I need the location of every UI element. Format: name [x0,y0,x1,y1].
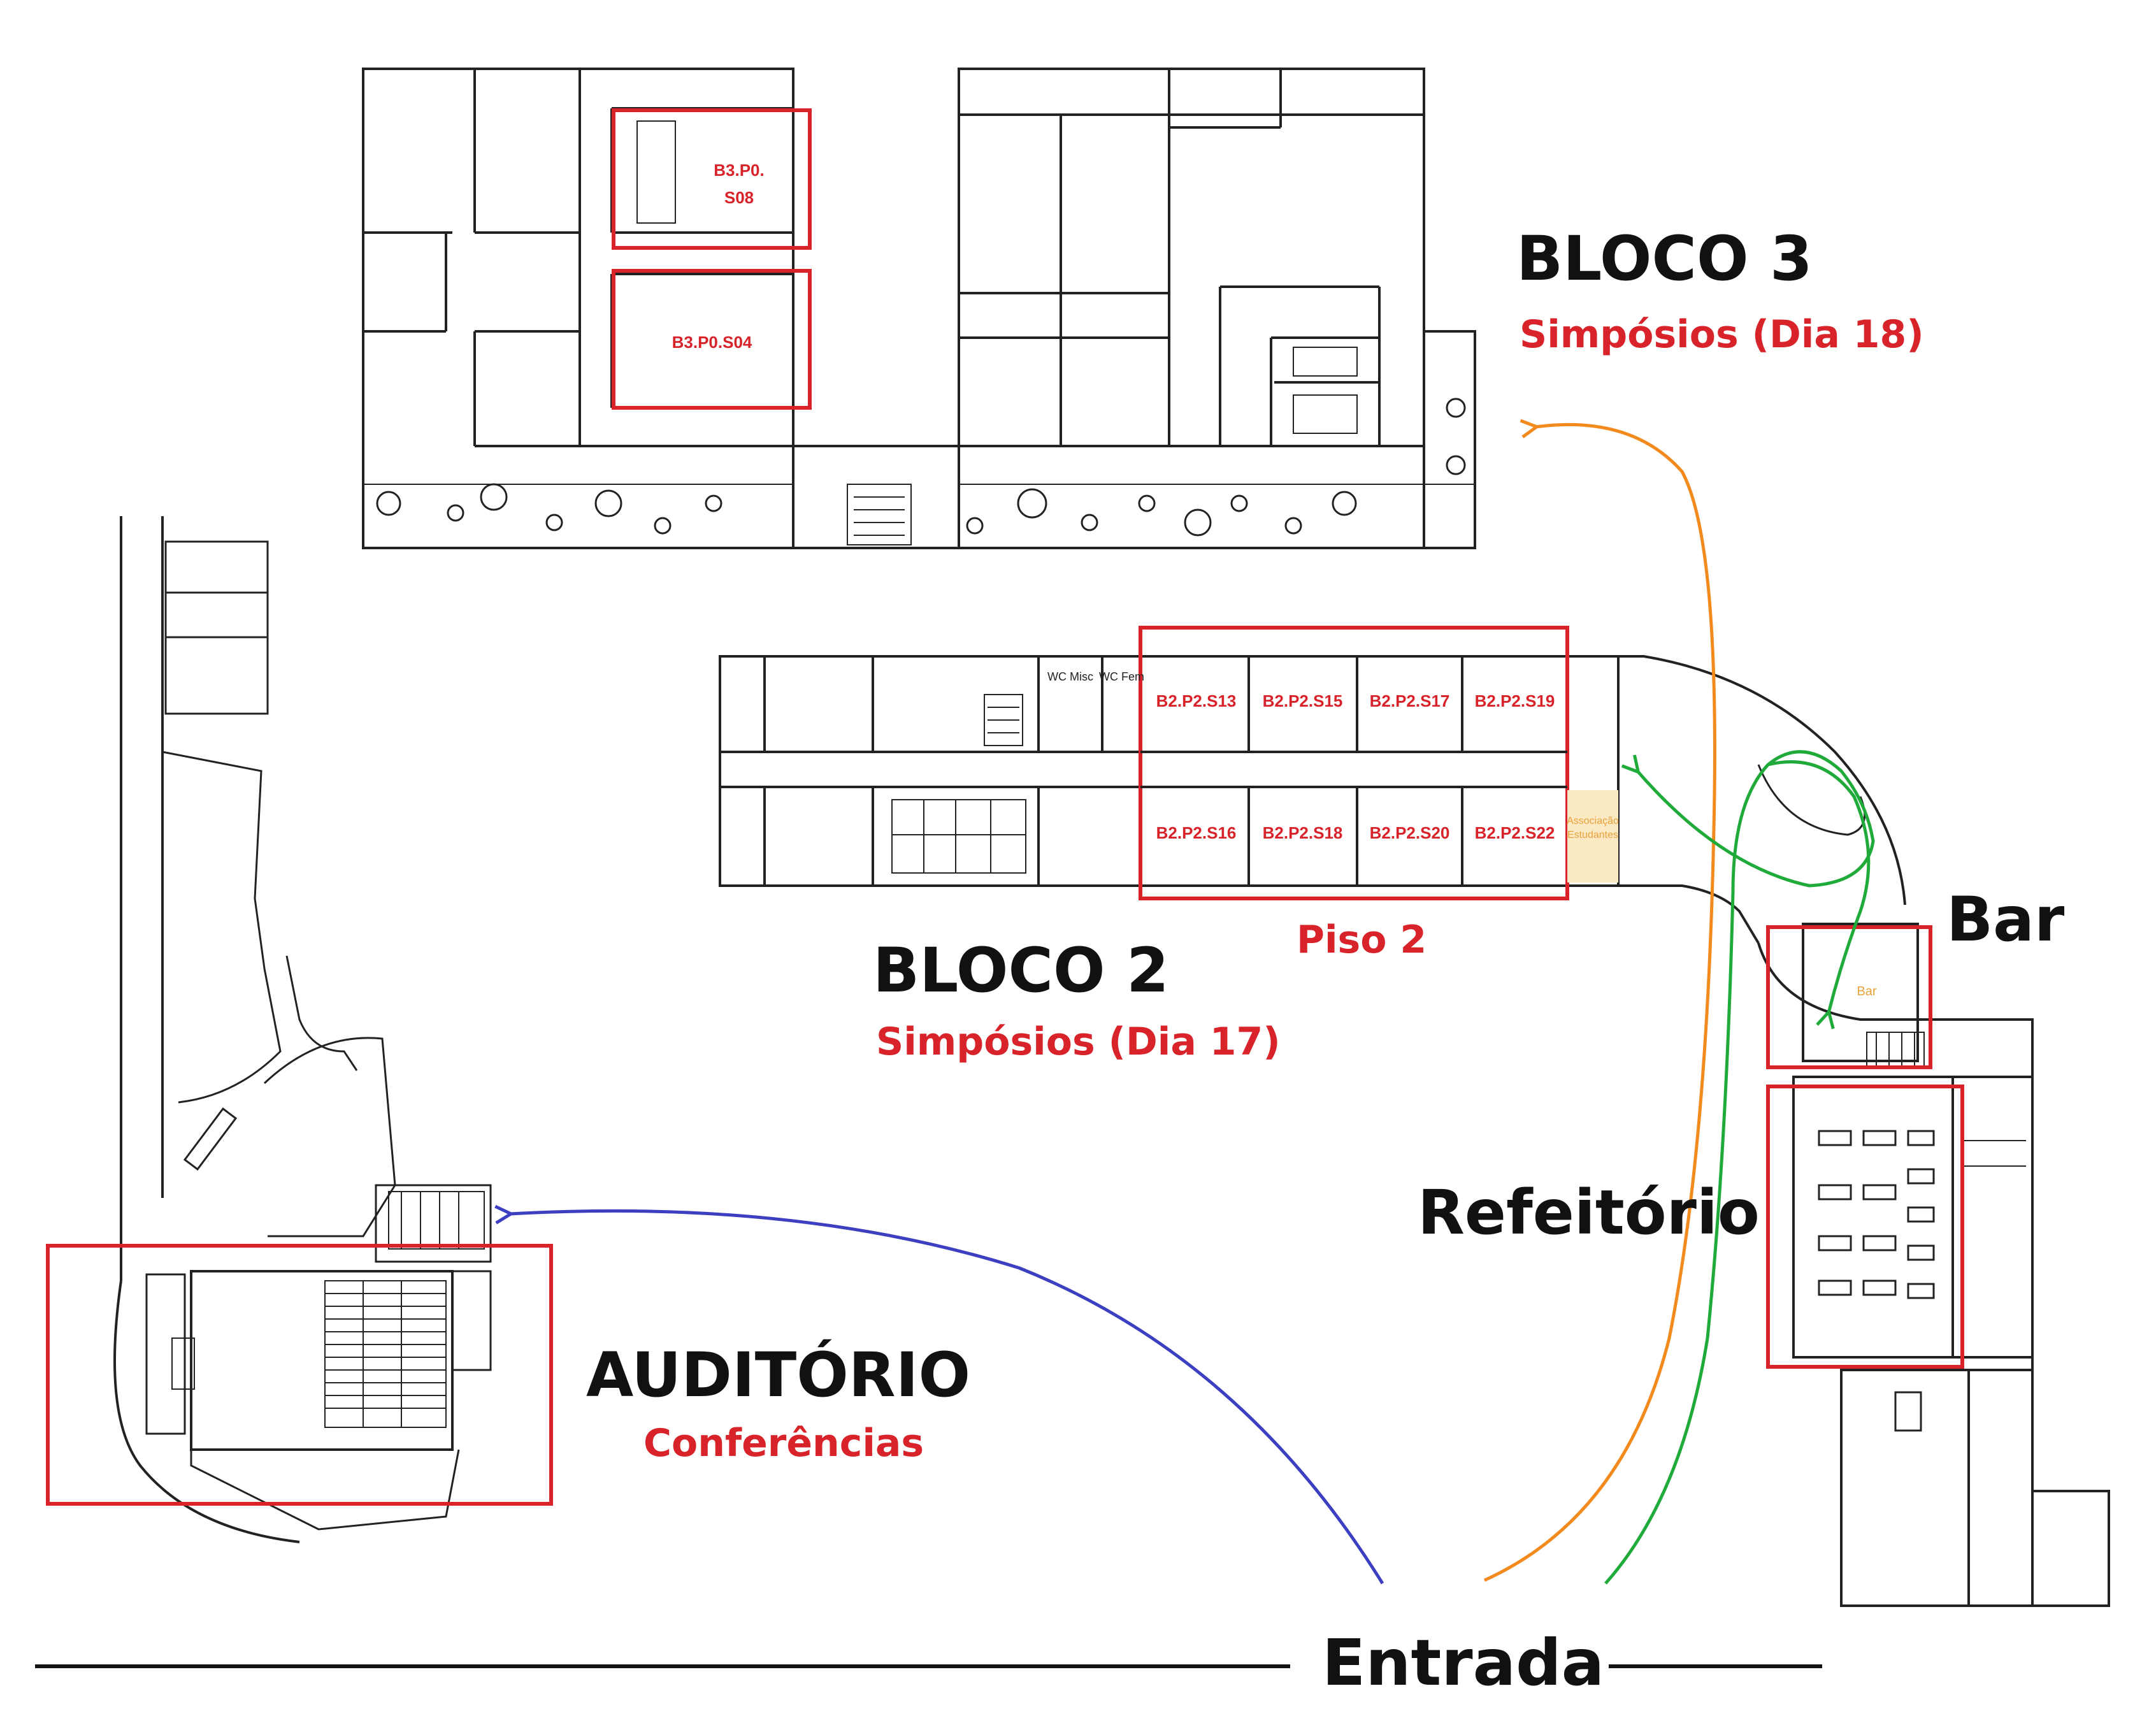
bloco3-title: BLOCO 3 [1516,223,1813,294]
refeitorio-title: Refeitório [1418,1177,1760,1248]
room-b3-s08-line1: B3.P0. [714,161,765,180]
route-to-auditorio [510,1211,1384,1585]
associacao-label-line2: Estudantes [1567,830,1619,840]
highlight-boxes [46,108,1964,1506]
auditorio-subtitle: Conferências [643,1421,924,1466]
wc-misc-label: WC Misc [1047,670,1093,683]
room-b2-s15: B2.P2.S15 [1262,691,1343,710]
room-b3-s08-line2: S08 [724,188,754,207]
highlight-b3-s08 [612,108,812,250]
refeitorio-floor-plan [1757,923,2110,1607]
bloco3-subtitle: Simpósios (Dia 18) [1520,312,1924,357]
bloco2-room-grid [1140,656,1567,886]
bloco2-title: BLOCO 2 [873,935,1169,1006]
room-b3-s04: B3.P0.S04 [672,333,752,352]
highlight-refeitorio [1766,1085,1964,1369]
auditorio-title: AUDITÓRIO [586,1339,971,1411]
room-b2-s16: B2.P2.S16 [1156,823,1237,842]
auditorio-floor-plan [113,516,492,1543]
highlight-b2-piso2 [1139,626,1569,900]
associacao-area [1567,790,1618,883]
bar-title: Bar [1946,884,2065,955]
room-b2-s18: B2.P2.S18 [1262,823,1343,842]
bar-small-label: Bar [1857,984,1877,998]
highlight-bar [1766,925,1932,1069]
associacao-label-line1: Associação [1567,816,1619,826]
entrance-label: Entrada [1322,1626,1605,1700]
room-b2-s13: B2.P2.S13 [1156,691,1237,710]
bloco2-subtitle: Simpósios (Dia 17) [876,1020,1281,1064]
wc-fem-label: WC Fem [1099,670,1144,683]
highlight-auditorio [46,1244,553,1506]
bloco2-floor-plan [719,655,1906,944]
bloco3-floor-plan [362,68,1476,549]
highlight-b3-s04 [612,269,812,410]
room-b2-s19: B2.P2.S19 [1474,691,1555,710]
refeitorio-tables [1818,1130,1935,1299]
route-to-bar [1767,760,1871,1013]
route-to-bloco3 [1483,424,1716,1582]
room-b2-s22: B2.P2.S22 [1474,823,1555,842]
room-b2-s20: B2.P2.S20 [1369,823,1450,842]
route-to-bloco2 [1604,750,1875,1585]
bloco2-floor-label: Piso 2 [1297,918,1427,962]
room-b2-s17: B2.P2.S17 [1369,691,1450,710]
